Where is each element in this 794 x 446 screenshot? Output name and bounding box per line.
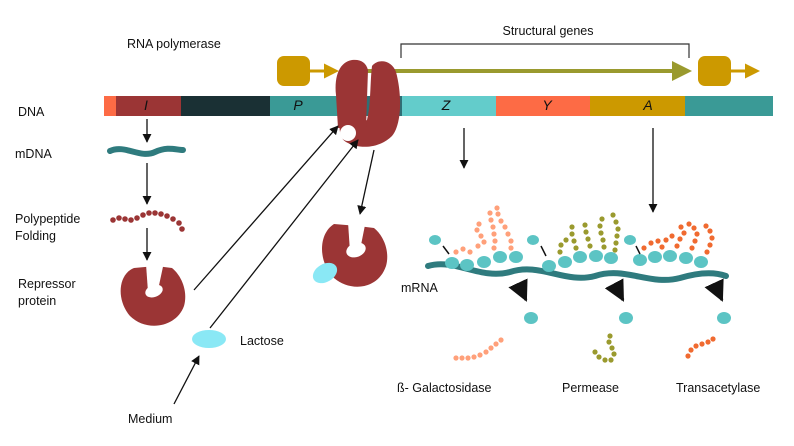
rna-polymerase-label: RNA polymerase [127,37,221,51]
left-promoter-box [277,56,310,86]
medium-label: Medium [128,412,172,426]
dna-right-segment [685,96,773,116]
release-arrow-1 [508,278,528,302]
gene-p-segment [270,96,342,116]
dna-left-cap [104,96,116,116]
ribosomes [429,235,708,272]
galactosidase-protein [453,337,504,361]
nascent-peptides-transacetylase [641,221,715,255]
galactosidase-label: ß- Galactosidase [397,381,492,395]
gene-i-segment [116,96,181,116]
released-ribosome-1 [524,312,538,324]
nascent-peptides-galactosidase [453,205,514,255]
arrow-repressor-to-operator [193,125,339,291]
dna-strand [104,96,773,116]
polypeptide-chain [110,210,185,232]
rna-polymerase-notch [340,125,356,141]
mrna-label: mRNA [401,281,438,295]
arrow-lactose-to-repressor [209,139,359,329]
mrna-strand [425,261,729,283]
lactose-molecule [192,330,226,348]
gene-y-segment [496,96,590,116]
release-arrow-2 [604,278,625,302]
attach-arrow-1 [442,245,450,255]
permease-label: Permease [562,381,619,395]
attach-arrow-2 [540,245,547,257]
transacetylase-label: Transacetylase [676,381,760,395]
mdna-label: mDNA [15,147,52,161]
released-ribosome-3 [717,312,731,324]
mdna-strand [107,145,186,157]
folding-label: Folding [15,229,56,243]
gene-y-label: Y [542,97,553,113]
right-promoter-box [698,56,731,86]
gene-z-segment [402,96,496,116]
nascent-peptides-permease [557,212,621,255]
gene-a-label: A [642,97,652,113]
gene-z-label: Z [441,97,451,113]
spacer-segment [181,96,270,116]
repressor-label: Repressor [18,277,76,291]
repressor-lactose-complex [312,220,388,287]
gene-i-label: I [144,97,148,113]
dna-label: DNA [18,105,45,119]
arrow-medium-to-lactose [173,355,200,405]
protein-label: protein [18,294,56,308]
polypeptide-label: Polypeptide [15,212,80,226]
attach-arrow-3 [635,245,641,255]
arrow-polymerase-release [357,149,375,215]
released-ribosome-2 [619,312,633,324]
structural-genes-label: Structural genes [502,24,593,38]
rna-polymerase-upper [335,59,368,128]
gene-a-segment [590,96,685,116]
gene-p-label: P [293,97,303,113]
bound-lactose [312,262,338,284]
permease-protein [592,333,617,363]
transacetylase-protein [685,336,716,359]
repressor-protein [120,262,186,326]
lactose-label: Lactose [240,334,284,348]
release-arrow-3 [704,278,724,302]
structural-genes-bracket [400,43,690,58]
